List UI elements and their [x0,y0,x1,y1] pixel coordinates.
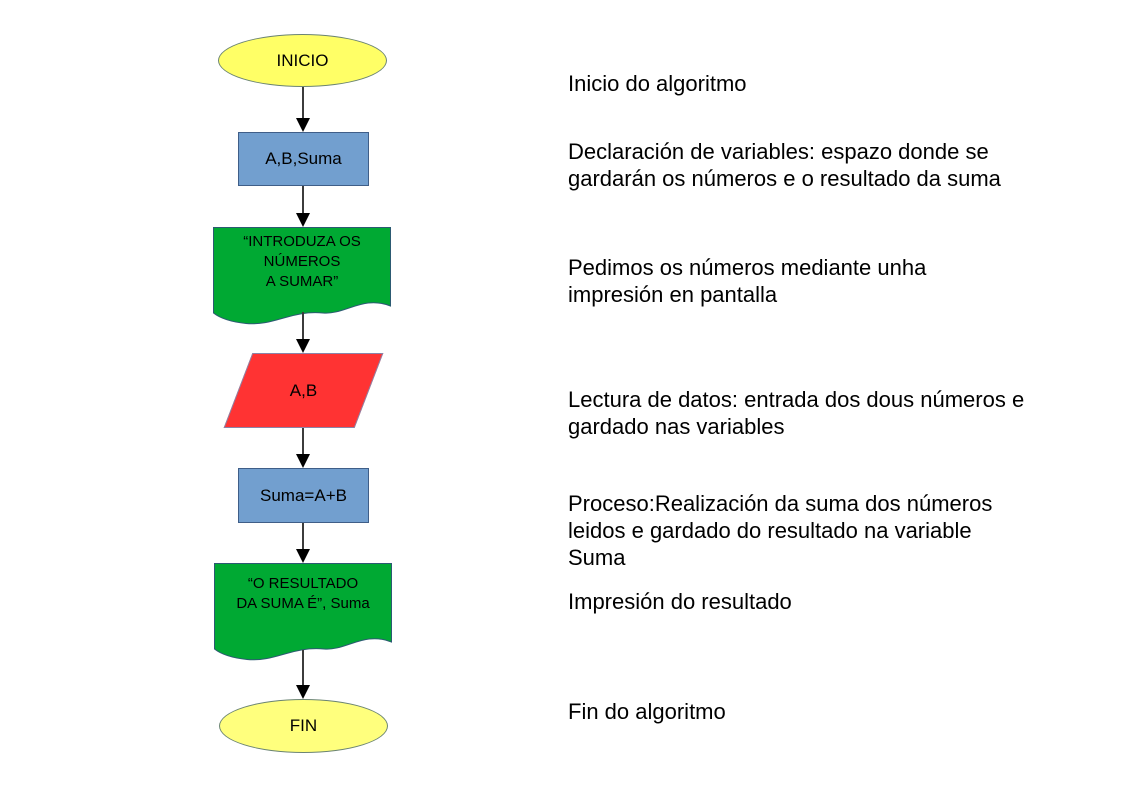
flowchart-node-start: INICIO [218,34,387,87]
arrow-head-icon [296,685,310,699]
flow-arrow-down [296,523,310,563]
arrow-shaft [302,186,304,213]
annotation-lectura: Lectura de datos: entrada dos dous númer… [568,387,1025,439]
flow-arrow-down [296,312,310,353]
node-end-label: FIN [289,716,318,735]
flowchart-node-prompt-message: “INTRODUZA OS NÚMEROS A SUMAR” [213,227,391,327]
annotation-proceso: Proceso:Realización da suma dos números … [568,491,993,570]
annotation-fin: Fin do algoritmo [568,699,726,724]
annotation-inicio: Inicio do algoritmo [568,71,747,96]
arrow-shaft [302,87,304,118]
flow-arrow-down [296,186,310,227]
flow-arrow-down [296,87,310,132]
flowchart-node-compute-sum: Suma=A+B [238,468,369,523]
node-declare-label: A,B,Suma [265,149,342,168]
arrow-shaft [302,312,304,339]
annotation-declaracion: Declaración de variables: espazo donde s… [568,139,1001,191]
flow-arrow-down [296,650,310,699]
document-shape [214,563,392,661]
annotation-pedimos: Pedimos os números mediante unha impresi… [568,255,927,307]
arrow-head-icon [296,213,310,227]
document-shape [213,227,391,325]
arrow-head-icon [296,118,310,132]
flow-arrow-down [296,428,310,468]
arrow-shaft [302,650,304,685]
arrow-head-icon [296,339,310,353]
arrow-head-icon [296,454,310,468]
annotation-impresion: Impresión do resultado [568,589,792,614]
arrow-shaft [302,428,304,454]
flowchart-node-end: FIN [219,699,388,753]
flowchart-node-read-input: A,B [223,353,384,428]
flowchart-node-declare-variables: A,B,Suma [238,132,369,186]
node-prompt-label: “INTRODUZA OS NÚMEROS A SUMAR” [243,233,361,290]
node-sum-label: Suma=A+B [260,485,347,505]
node-result-label: “O RESULTADO DA SUMA É”, Suma [236,575,370,612]
flowchart-node-print-result: “O RESULTADO DA SUMA É”, Suma [214,563,392,663]
arrow-head-icon [296,549,310,563]
node-start-label: INICIO [276,50,329,70]
node-input-label: A,B [289,380,318,400]
arrow-shaft [302,523,304,549]
